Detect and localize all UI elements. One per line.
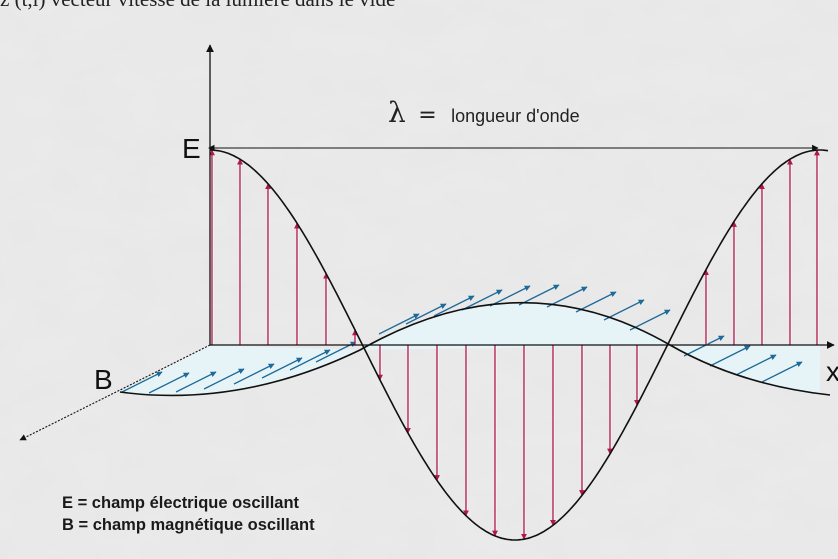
b-field-arrow [289, 349, 331, 371]
e-field-curve [210, 149, 829, 541]
b-field-region-2 [360, 302, 670, 350]
lambda-symbol: λ [388, 96, 406, 129]
b-field-arrow [735, 354, 777, 376]
b-field-arrow [461, 289, 503, 311]
b-field-arrow [261, 357, 303, 379]
legend-item-e: E = champ électrique oscillant [62, 494, 300, 512]
b-field-arrow [175, 371, 217, 393]
b-field-arrow [148, 372, 190, 394]
b-field-arrow [709, 345, 751, 367]
b-field-arrow [575, 291, 617, 313]
b-axis [19, 344, 211, 441]
b-field-arrow [761, 361, 803, 383]
b-field-arrow [433, 295, 475, 317]
b-field-arrow [203, 368, 245, 390]
b-field-arrow [378, 313, 420, 335]
x-axis-label: x [826, 356, 838, 387]
b-field-arrow [121, 371, 163, 393]
legend: E = champ électrique oscillant B = champ… [22, 492, 315, 536]
wavelength-label: λ = longueur d'onde [388, 96, 580, 129]
b-field-arrow [546, 286, 588, 308]
legend-item-b: B = champ magnétique oscillant [62, 516, 315, 534]
b-field-arrow [683, 335, 725, 357]
b-field-arrow [405, 303, 447, 325]
b-field-arrows [121, 284, 803, 394]
b-field-arrow [489, 285, 531, 307]
b-field-arrow [629, 309, 671, 331]
b-field-curve [119, 301, 831, 397]
b-field-arrow [603, 299, 645, 321]
equals-sign: = [418, 103, 437, 128]
wavelength-text: longueur d'onde [451, 106, 580, 126]
e-field-lines [209, 149, 820, 540]
b-axis-label: B [94, 364, 113, 395]
e-axis-label: E [182, 133, 201, 164]
cropped-top-caption: z (t,l) vecteur vitesse de la lumière da… [0, 0, 395, 12]
b-field-arrow [233, 363, 275, 385]
b-field-arrow [518, 284, 560, 306]
